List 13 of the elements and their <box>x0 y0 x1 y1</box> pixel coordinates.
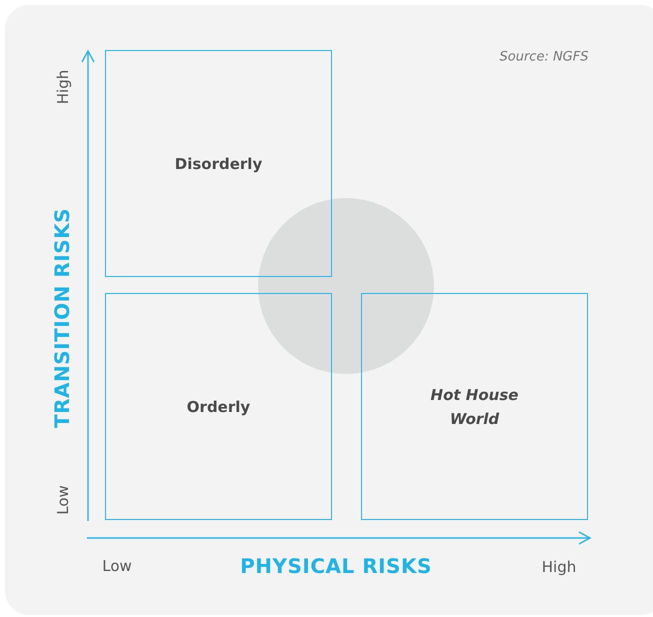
axis-title: TRANSITION RISKS <box>50 208 74 428</box>
axis-tick-label: Low <box>54 485 72 515</box>
scenario-box <box>361 293 588 520</box>
scenario-box <box>105 50 332 277</box>
scenario-label: Disorderly <box>174 154 262 174</box>
axis-tick-label: High <box>54 70 72 104</box>
source-note: Source: NGFS <box>500 50 588 64</box>
axis-tick-label: Low <box>102 557 132 575</box>
axis-tick-label: High <box>542 558 576 576</box>
scenario-label: Orderly <box>186 396 250 418</box>
axis-title: PHYSICAL RISKS <box>240 554 432 578</box>
scenario-label: Hot House World <box>430 384 520 430</box>
scenario-box <box>105 293 332 520</box>
